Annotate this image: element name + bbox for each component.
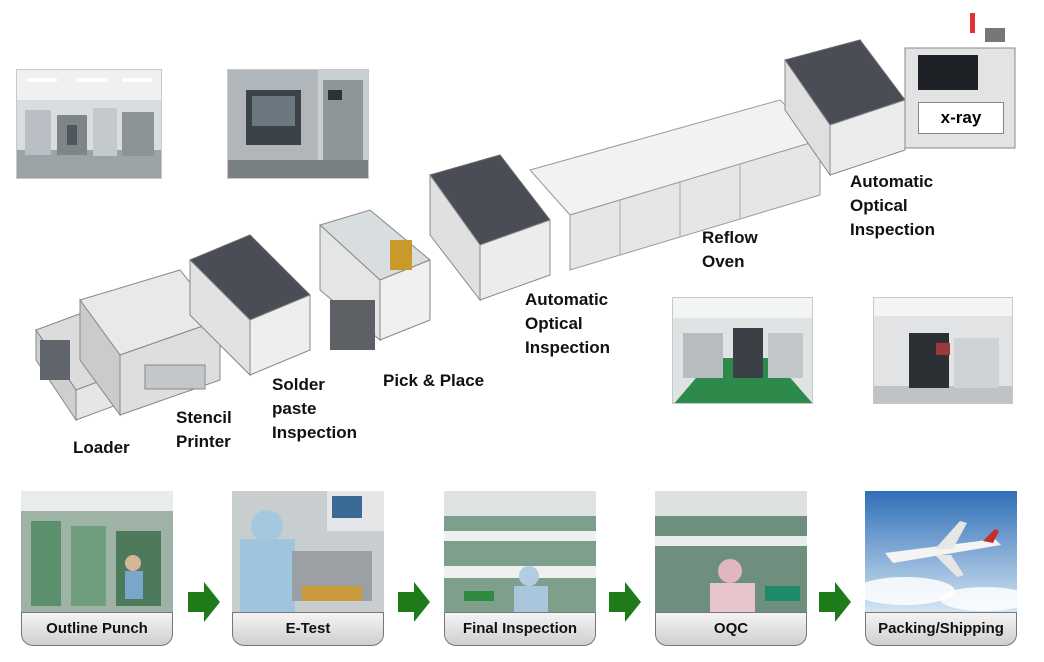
step-photo-oqc: [655, 491, 807, 613]
step-oqc: OQC: [655, 612, 807, 646]
reflow-oven-machine: [529, 99, 821, 271]
arrow-right-icon: [819, 582, 851, 622]
arrow-right-icon: [398, 582, 430, 622]
factory-photo-2: [227, 69, 369, 179]
label-aoi-1: Automatic Optical Inspection: [525, 290, 611, 357]
spi-machine: [189, 234, 311, 377]
step-packing-shipping: Packing/Shipping: [865, 612, 1017, 646]
step-photo-outline-punch: [21, 491, 173, 613]
stencil-printer-machine: [79, 269, 221, 417]
arrow-right-icon: [609, 582, 641, 622]
step-photo-final-inspection: [444, 491, 596, 613]
factory-photo-3: [672, 297, 813, 404]
label-stencil-printer: Stencil Printer: [176, 408, 232, 451]
xray-label: x-ray: [918, 102, 1004, 134]
label-reflow: Reflow Oven: [702, 228, 758, 271]
label-aoi-2: Automatic Optical Inspection: [850, 172, 936, 239]
aoi-machine-1: [429, 154, 551, 302]
factory-photo-1: [16, 69, 162, 179]
label-pick-place: Pick & Place: [383, 371, 485, 390]
pick-place-machine: [319, 209, 431, 350]
factory-photo-4: [873, 297, 1013, 404]
aoi-machine-2: [784, 39, 906, 177]
step-outline-punch: Outline Punch: [21, 612, 173, 646]
label-loader: Loader: [73, 438, 130, 457]
arrow-right-icon: [188, 582, 220, 622]
step-final-inspection: Final Inspection: [444, 612, 596, 646]
step-photo-packing-shipping: [865, 491, 1017, 613]
step-photo-e-test: [232, 491, 384, 613]
label-spi: Solder paste Inspection: [272, 375, 358, 442]
step-e-test: E-Test: [232, 612, 384, 646]
